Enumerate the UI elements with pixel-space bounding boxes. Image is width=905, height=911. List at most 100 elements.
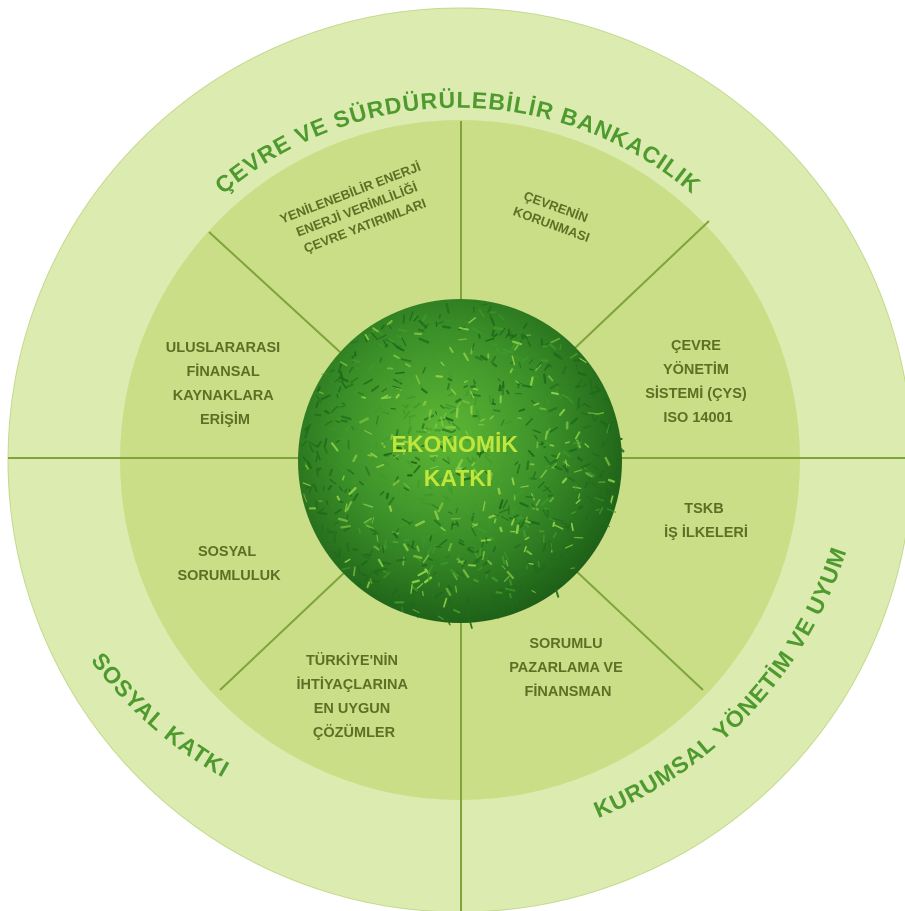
segment-environmental-management: ÇEVRE YÖNETİM SİSTEMİ (ÇYS) ISO 14001	[645, 338, 751, 426]
grass-blade	[465, 430, 469, 436]
grass-blade	[591, 413, 595, 422]
grass-blade	[447, 543, 453, 552]
grass-blade	[359, 417, 369, 424]
grass-blade	[377, 558, 384, 568]
grass-blade	[325, 528, 333, 533]
grass-blade	[370, 332, 379, 341]
grass-blade	[584, 443, 590, 448]
grass-blade	[514, 461, 519, 466]
grass-blade	[524, 536, 530, 541]
grass-blade	[506, 598, 513, 603]
grass-blade	[456, 557, 465, 566]
grass-blade	[511, 505, 518, 515]
grass-blade	[586, 495, 594, 504]
grass-blade	[566, 464, 569, 474]
grass-blade	[455, 407, 459, 419]
grass-blade	[422, 314, 427, 322]
grass-blade	[553, 352, 562, 357]
grass-blade	[506, 570, 515, 580]
grass-blade	[495, 591, 503, 595]
grass-blade	[477, 566, 483, 571]
grass-blade	[544, 430, 549, 440]
grass-blade	[382, 561, 391, 565]
center-label-line-2: KATKI	[424, 465, 493, 491]
grass-blade	[412, 609, 420, 613]
grass-blade	[529, 368, 534, 371]
grass-blade	[382, 570, 388, 574]
grass-blade	[565, 544, 573, 549]
grass-blade	[549, 455, 557, 460]
grass-blade	[458, 326, 469, 331]
center-label-line-1: EKONOMİK	[392, 431, 519, 457]
grass-blade	[344, 488, 348, 493]
grass-blade	[526, 560, 532, 563]
grass-blade	[376, 533, 379, 542]
grass-blade	[511, 477, 515, 486]
grass-blade	[469, 352, 481, 356]
grass-blade	[436, 320, 444, 325]
grass-blade	[474, 355, 484, 361]
grass-blade	[393, 378, 403, 385]
grass-blade	[580, 462, 591, 469]
grass-blade	[518, 408, 526, 412]
grass-blade	[429, 533, 433, 542]
grass-blade	[499, 327, 506, 336]
grass-blade	[552, 521, 555, 527]
grass-blade	[392, 385, 401, 389]
grass-blade	[343, 526, 351, 532]
grass-blade	[381, 388, 387, 393]
grass-blade	[514, 544, 521, 549]
grass-blade	[544, 342, 550, 346]
grass-blade	[499, 508, 510, 514]
grass-blade	[471, 462, 475, 467]
grass-blade	[451, 422, 461, 431]
grass-blade	[515, 524, 520, 535]
grass-blade	[584, 481, 589, 489]
grass-blade	[440, 561, 448, 566]
grass-blade	[519, 501, 529, 508]
grass-blade	[617, 445, 625, 453]
grass-blade	[379, 567, 388, 572]
divider-diagonal-se	[574, 569, 704, 691]
grass-blade	[544, 363, 550, 371]
grass-blade	[472, 512, 479, 517]
grass-blade	[316, 508, 325, 514]
grass-blade	[334, 508, 342, 515]
grass-blade	[510, 518, 515, 526]
grass-blade	[477, 527, 488, 534]
grass-blade	[432, 571, 437, 576]
grass-blade	[462, 476, 473, 481]
grass-blade	[504, 592, 510, 601]
grass-blade	[497, 612, 503, 619]
segment-international-finance: ULUSLARARASI FİNANSAL KAYNAKLARA ERİŞİM	[166, 340, 284, 428]
grass-blade	[519, 594, 528, 600]
grass-blade	[583, 402, 592, 409]
grass-blade	[476, 517, 487, 521]
grass-blade	[502, 499, 508, 509]
grass-blade	[532, 471, 537, 479]
grass-blade	[532, 564, 543, 572]
grass-blade	[371, 385, 380, 392]
grass-blade	[545, 465, 551, 468]
grass-blade	[316, 467, 322, 472]
grass-blade	[391, 588, 399, 597]
grass-blade	[303, 493, 308, 503]
grass-blade	[381, 460, 390, 466]
grass-blade	[517, 514, 523, 524]
grass-blade	[407, 425, 412, 435]
grass-blade	[427, 546, 433, 555]
grass-blade	[429, 465, 439, 470]
grass-blade	[482, 443, 492, 449]
grass-blade	[336, 393, 339, 399]
grass-blade	[504, 551, 509, 561]
grass-blade	[400, 358, 412, 363]
grass-blade	[594, 497, 604, 502]
grass-blade	[328, 468, 333, 477]
grass-blade	[363, 519, 372, 526]
grass-blade	[445, 435, 452, 441]
grass-blade	[491, 594, 497, 599]
grass-blade	[346, 501, 353, 511]
grass-blade	[440, 361, 445, 367]
grass-blade	[549, 426, 558, 433]
